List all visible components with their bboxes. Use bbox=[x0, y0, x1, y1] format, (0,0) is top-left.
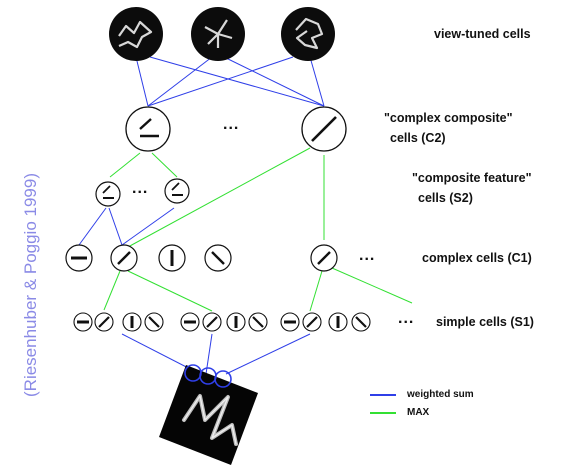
ellipsis-c1: ... bbox=[359, 247, 376, 264]
label-complex-composite-line1: "complex composite" bbox=[384, 111, 513, 125]
label-composite-feature-line1: "composite feature" bbox=[412, 171, 532, 185]
s2-cell-2 bbox=[164, 178, 190, 204]
label-complex-composite-line2: cells (C2) bbox=[390, 131, 446, 145]
ellipsis-c2: ... bbox=[223, 116, 240, 133]
legend-max-label: MAX bbox=[407, 407, 430, 418]
c1-cell-diagonal-left bbox=[204, 244, 232, 272]
view-shape-icon bbox=[204, 19, 233, 48]
label-simple-cells-s1: simple cells (S1) bbox=[436, 315, 534, 329]
max-connections bbox=[103, 147, 413, 312]
c1-cell-diagonal-right-2 bbox=[310, 244, 338, 272]
view-tuned-cell-3 bbox=[281, 7, 335, 61]
label-composite-feature-line2: cells (S2) bbox=[418, 191, 473, 205]
view-shape-icon bbox=[295, 17, 324, 50]
c2-cell-1 bbox=[125, 106, 171, 152]
view-shape-icon bbox=[118, 20, 153, 49]
c1-cell-horizontal bbox=[65, 244, 93, 272]
view-tuned-cell-1 bbox=[109, 7, 163, 61]
ellipsis-s2: ... bbox=[132, 180, 149, 197]
citation: (Riesenhuber & Poggio 1999) bbox=[21, 173, 40, 397]
c1-cell-diagonal-right bbox=[110, 244, 138, 272]
s1-group-3 bbox=[280, 312, 371, 332]
view-tuned-cell-2 bbox=[191, 7, 245, 61]
s2-cell-1 bbox=[95, 181, 121, 207]
s1-group-1 bbox=[73, 312, 164, 332]
legend-weighted-sum-label: weighted sum bbox=[407, 389, 474, 400]
s1-group-2 bbox=[180, 312, 268, 332]
c1-cell-vertical bbox=[158, 244, 186, 272]
ellipsis-s1: ... bbox=[398, 310, 415, 327]
label-view-tuned-cells: view-tuned cells bbox=[434, 27, 531, 41]
label-complex-cells-c1: complex cells (C1) bbox=[422, 251, 532, 265]
c2-cell-2 bbox=[301, 106, 347, 152]
input-image bbox=[159, 364, 258, 465]
